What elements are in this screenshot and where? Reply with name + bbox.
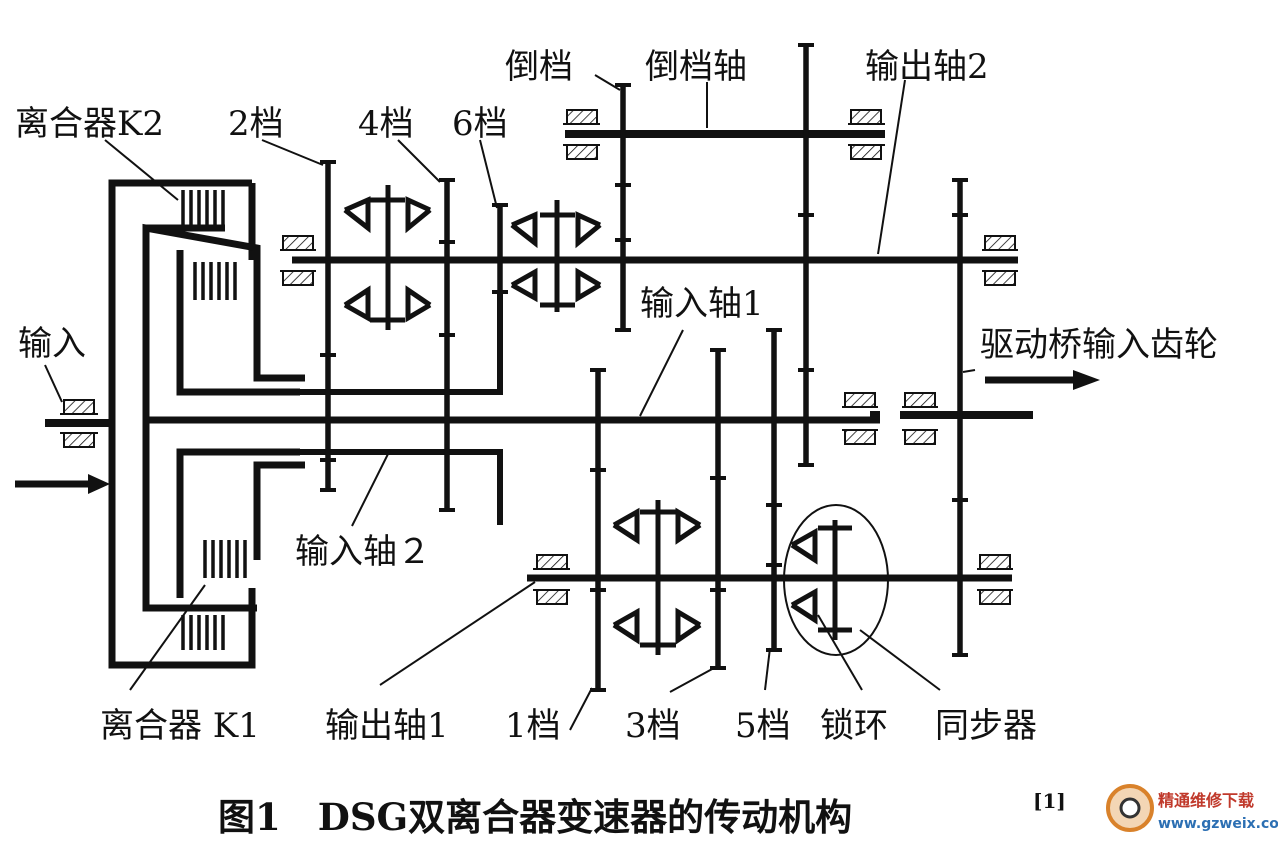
label-gear-3: 3档 <box>625 706 681 746</box>
label-output-shaft-2: 输出轴2 <box>865 47 989 87</box>
clutch-k2-plates <box>181 190 237 300</box>
flow-arrows <box>15 370 1100 494</box>
clutch-housing <box>108 179 305 669</box>
label-reverse-gear: 倒档 <box>505 47 573 87</box>
labels: 倒档 倒档轴 输出轴2 离合器K2 2档 4档 6档 输入 输入轴1 驱动桥输入… <box>15 47 1218 746</box>
synchronizers <box>343 185 852 655</box>
label-clutch-k1: 离合器 K1 <box>100 706 260 746</box>
label-input-shaft-2: 输入轴２ <box>295 532 431 572</box>
label-gear-4: 4档 <box>358 104 414 144</box>
label-gear-1: 1档 <box>505 706 561 746</box>
synchronizer-highlight-ellipse <box>783 504 889 656</box>
label-synchronizer: 同步器 <box>935 706 1037 746</box>
label-input-shaft-1: 输入轴1 <box>640 284 764 324</box>
output-arrow-icon <box>1073 370 1100 390</box>
label-final-drive-gear: 驱动桥输入齿轮 <box>980 325 1218 365</box>
label-gear-5: 5档 <box>735 706 791 746</box>
label-input: 输入 <box>18 324 86 364</box>
watermark: 精通维修下载 www.gzweix.com <box>1106 784 1278 832</box>
figure-caption: 图1 DSG双离合器变速器的传动机构 <box>218 795 852 839</box>
label-gear-6: 6档 <box>452 104 508 144</box>
label-reverse-shaft: 倒档轴 <box>645 47 747 87</box>
figure-caption-reference: [1] <box>1033 789 1066 813</box>
shafts <box>45 130 1033 582</box>
label-lock-ring: 锁环 <box>820 706 888 746</box>
leader-lines <box>44 74 976 731</box>
label-gear-2: 2档 <box>228 104 284 144</box>
clutch-k1-plates <box>181 540 247 650</box>
watermark-name: 精通维修下载 <box>1158 791 1254 810</box>
gears <box>325 45 963 690</box>
input-arrow-icon <box>88 474 110 494</box>
label-clutch-k2: 离合器K2 <box>15 104 164 144</box>
input-shaft-2-upper <box>300 290 503 395</box>
input-shaft-2-lower <box>300 449 503 525</box>
watermark-url: www.gzweix.com <box>1158 816 1278 832</box>
gear-teeth <box>320 43 968 692</box>
label-output-shaft-1: 输出轴1 <box>325 706 449 746</box>
bearings <box>60 109 1018 605</box>
